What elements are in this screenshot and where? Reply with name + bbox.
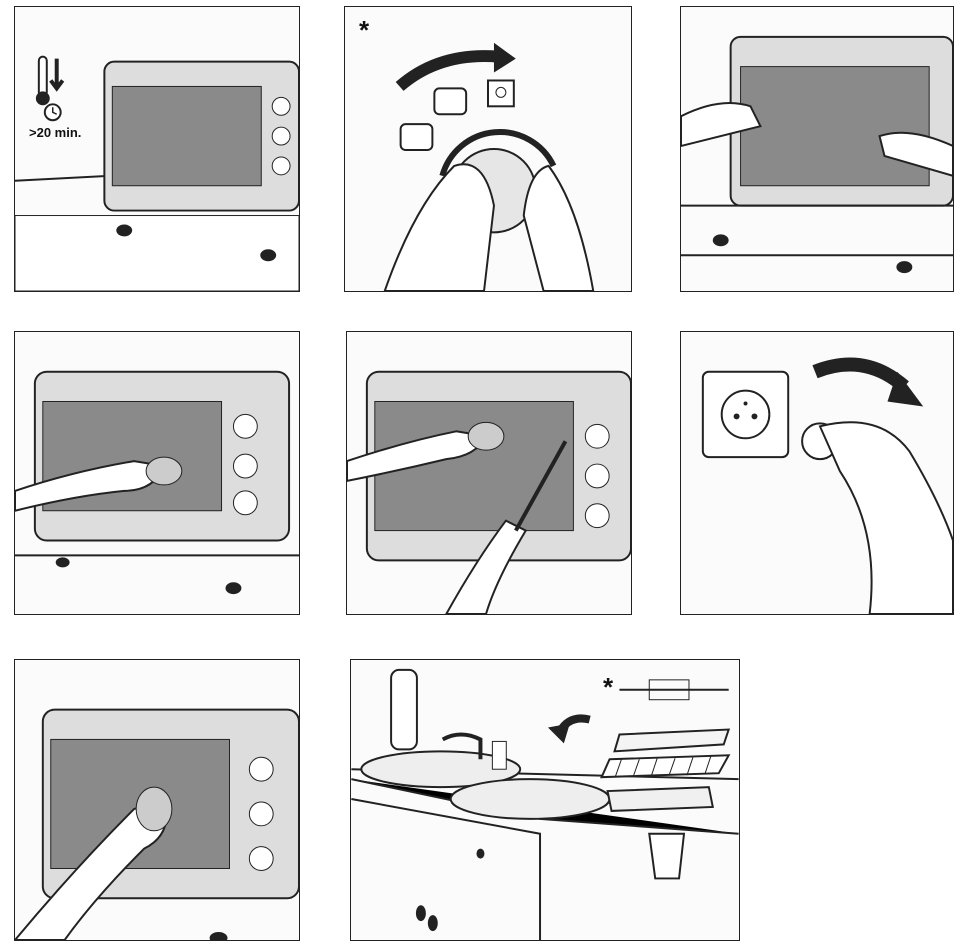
baking-tray-icon	[608, 787, 713, 811]
knob-illustration	[345, 7, 631, 291]
crumb-tray-icon	[615, 730, 729, 752]
panel-clean-brush	[346, 331, 632, 615]
panel-remove-tray	[680, 6, 954, 292]
unplug-illustration	[681, 332, 953, 614]
lamp-icon	[488, 80, 514, 106]
oven-illustration	[15, 7, 299, 291]
unplug-arrow-icon	[815, 365, 923, 407]
wash-accessories-illustration	[351, 660, 739, 940]
top-heat-icon	[434, 88, 466, 114]
panel-wipe-interior	[14, 331, 300, 615]
remove-tray-illustration	[681, 7, 953, 291]
bottom-heat-icon	[401, 124, 433, 150]
optional-marker: *	[603, 674, 613, 700]
return-arrow-icon	[548, 718, 590, 743]
panel-cool-down: >20 min.	[14, 6, 300, 292]
power-socket-icon	[703, 372, 788, 457]
optional-marker: *	[359, 17, 369, 43]
rotisserie-spit-icon	[619, 680, 728, 700]
panel-unplug	[680, 331, 954, 615]
panel-wash-accessories: *	[350, 659, 740, 941]
wipe-exterior-illustration	[15, 660, 299, 940]
panel-wipe-exterior	[14, 659, 300, 941]
cup-icon	[649, 834, 684, 879]
wire-rack-icon	[602, 755, 729, 777]
panel-turn-knob: *	[344, 6, 632, 292]
wipe-interior-illustration	[15, 332, 299, 614]
time-label: >20 min.	[29, 125, 81, 140]
clean-brush-illustration	[347, 332, 631, 614]
